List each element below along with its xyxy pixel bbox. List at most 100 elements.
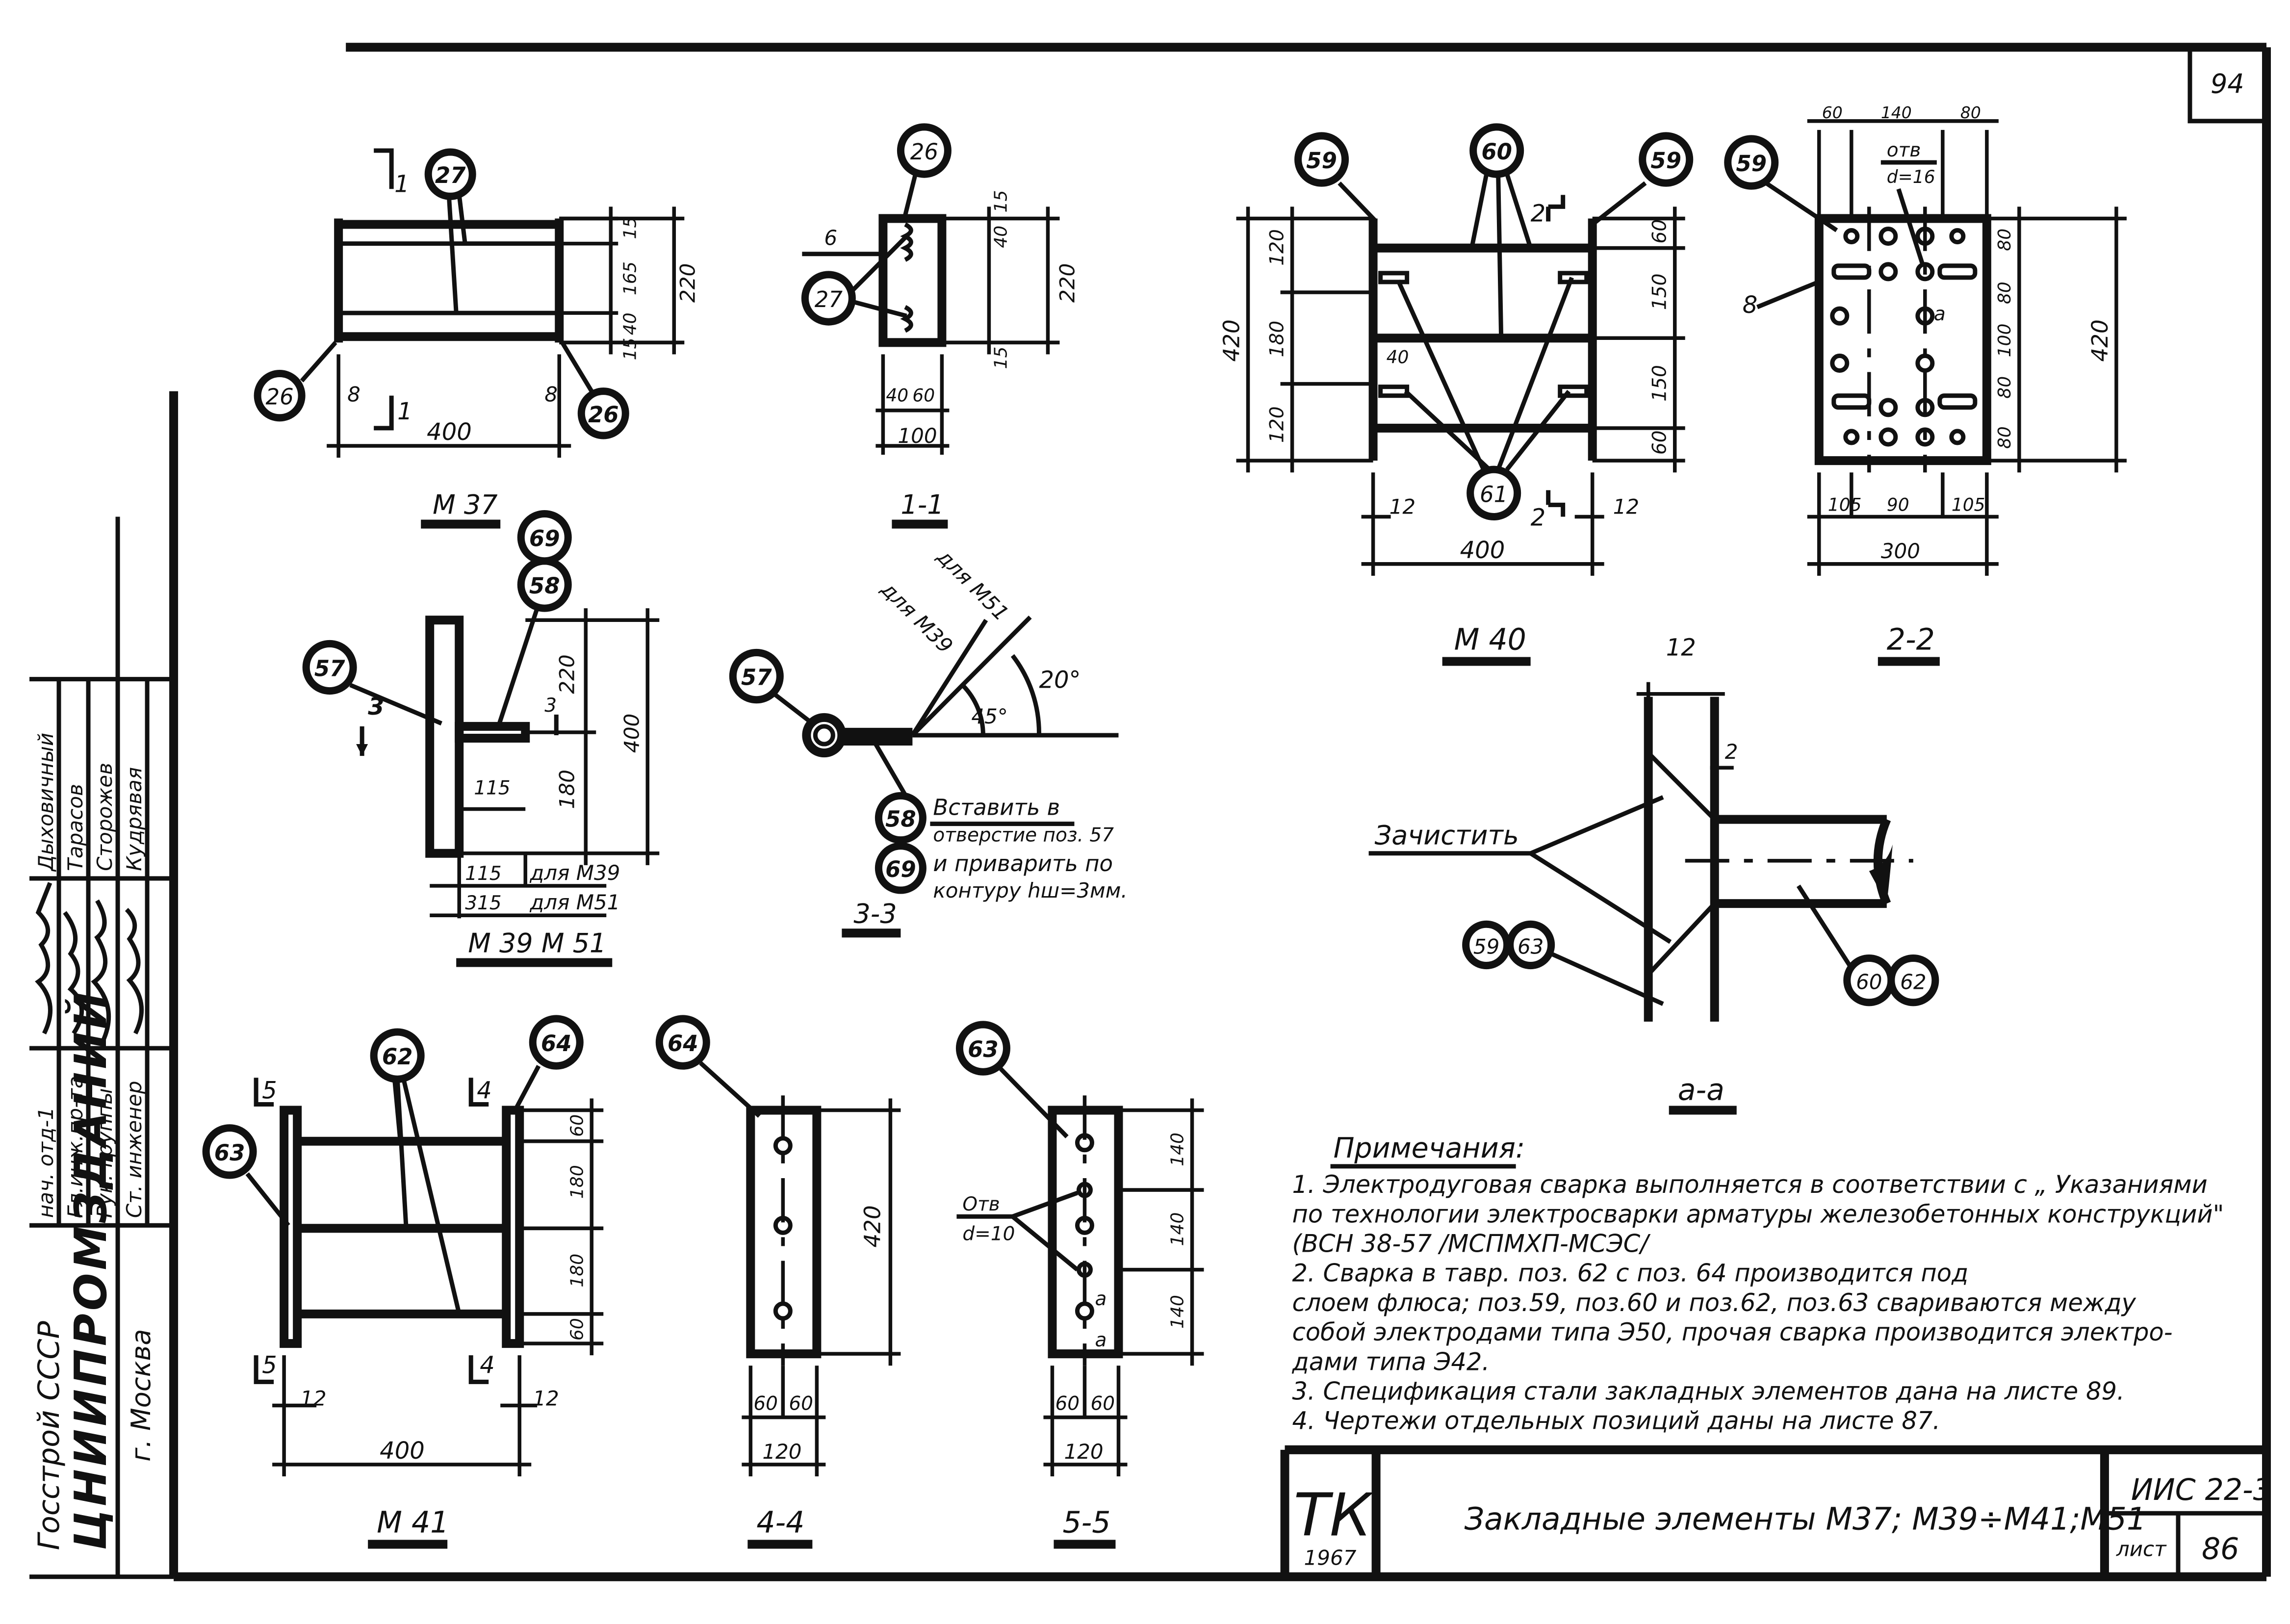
m39-callout-58: 58 [529,573,560,599]
s55-title: 5-5 [1062,1505,1110,1540]
s22-marker: 8 [1743,291,1758,319]
s33-note-1: Вставить в [933,794,1060,820]
m37-callout-26-left: 26 [265,384,293,410]
s22-dim-right-100: 100 [1994,324,2015,358]
stamp-org-line2: ЦНИИПРОМЗДАНИЙ [64,989,117,1550]
m37-callout-27: 27 [435,162,466,188]
view-m40: 120 180 120 420 60 150 150 60 40 12 12 4… [1219,123,1694,666]
s55-dim-60a: 60 [1055,1392,1080,1415]
s55-letter-a2: а [1095,1329,1106,1351]
title-series: ИИС 22-3 [2131,1473,2272,1507]
s11-dim-15a: 15 [990,190,1011,212]
note-line-7: дами типа Э42. [1292,1347,1490,1376]
s33-label-m51: для М51 [932,544,1014,625]
page-number: 94 [2211,69,2244,100]
saa-clean-label: Зачистить [1375,820,1519,851]
m37-dim-400: 400 [427,418,472,446]
signature-4 [125,907,144,1035]
s22-dim-width: 300 [1881,539,1920,563]
note-line-3: (ВСН 38-57 /МСПМХП-МСЭС/ [1292,1229,1651,1258]
stamp-role-4: Ст. инженер [122,1081,146,1218]
s33-callout-58: 58 [885,806,916,832]
stamp-role-1: нач. отд-1 [34,1107,58,1218]
m41-callout-63: 63 [214,1140,245,1166]
saa-dim-2: 2 [1725,740,1738,764]
title-logo: ТК [1294,1481,1374,1549]
m41-callout-62: 62 [382,1044,413,1070]
m41-title: М 41 [377,1505,449,1540]
saa-callout-62: 62 [1900,970,1926,994]
s22-dim-top-140: 140 [1881,103,1912,122]
m41-dim-400: 400 [380,1437,425,1465]
stamp-role-2: Гл.инж.пр-та [63,1076,87,1218]
m37-dim-15b: 15 [619,337,640,360]
title-text: Закладные элементы М37; М39÷М41;М51 [1465,1500,2146,1537]
m40-dim-180: 180 [1266,321,1288,358]
s22-holes [1830,227,1978,447]
s22-dim-bottom-105b: 105 [1952,494,1985,515]
m40-dim-120b: 120 [1266,406,1288,443]
stamp-org-line1: Госстрой СССР [32,1320,66,1550]
s44-title: 4-4 [756,1505,804,1540]
sheet-frame: 94 [169,43,2271,1581]
note-line-4: 2. Сварка в тавр. поз. 62 с поз. 64 прои… [1292,1259,1969,1288]
s11-callout-26: 26 [910,139,938,165]
s33-angle-45: 45° [971,704,1007,728]
m39-callout-69: 69 [529,526,560,552]
s22-dim-right-80b: 80 [1994,282,2015,304]
stamp-name-1: Дыховичный [34,733,58,872]
view-m37-plan: 15 165 40 15 220 400 1 1 8 8 27 26 26 М … [254,148,699,529]
s11-dim-40a: 40 [990,226,1011,248]
s44-dim-420: 420 [859,1205,885,1247]
m37-dim-15a: 15 [619,217,640,239]
m39-dim-315: 315 [465,892,501,914]
m40-callout-60: 60 [1481,139,1512,165]
title-sheet-number: 86 [2202,1532,2239,1566]
m37-section-marker-top: 1 [394,170,410,198]
saa-title: а-а [1678,1073,1724,1107]
s33-callout-69: 69 [885,856,916,882]
notes-block: Примечания: 1. Электродуговая сварка вып… [1292,1132,2224,1435]
view-section-3-3: 45° 20° для М51 для М39 57 58 69 Вставит… [729,544,1128,938]
title-block: ТК 1967 Закладные элементы М37; М39÷М41;… [1280,1445,2272,1577]
stamp-name-4: Кудрявая [122,767,146,871]
s55-dim-140a: 140 [1167,1133,1188,1166]
m41-callout-64: 64 [541,1031,572,1057]
signature-2 [63,911,84,1035]
s11-callout-27: 27 [815,286,843,312]
m40-dim-60b: 60 [1649,430,1671,455]
m40-dim-12-left: 12 [1389,494,1415,518]
s11-title: 1-1 [901,489,944,520]
s44-callout-64: 64 [668,1031,698,1057]
m40-marker-top: 2 [1531,200,1546,227]
s44-dim-60a: 60 [753,1392,778,1415]
m40-dim-12-right: 12 [1613,494,1639,518]
note-line-5: слоем флюса; поз.59, поз.60 и поз.62, по… [1292,1289,2136,1317]
m39-dim-180: 180 [555,770,579,809]
m41-dim-180b: 180 [566,1254,587,1288]
m40-dim-420: 420 [1219,319,1245,361]
m37-dim-40: 40 [619,312,640,335]
s33-callout-57: 57 [741,665,772,691]
m40-callout-59-left: 59 [1306,148,1337,174]
m39-dim-115-inner: 115 [474,777,510,799]
m37-dim-165: 165 [619,261,640,295]
m41-dim-180a: 180 [566,1165,587,1199]
s11-dim-60: 60 [912,386,935,406]
m40-dim-150b: 150 [1649,365,1671,402]
m41-marker-5-bottom: 5 [262,1351,277,1379]
view-section-a-a: 12 2 Зачистить 59 63 60 62 а-а [1368,634,1939,1115]
side-stamp: Госстрой СССР ЦНИИПРОМЗДАНИЙ г. Москва н… [29,516,174,1579]
saa-callout-60: 60 [1856,970,1882,994]
s22-callout-59: 59 [1736,151,1767,177]
m41-dim-12-right: 12 [533,1386,559,1410]
s11-dim-220: 220 [1055,263,1080,303]
m37-weld-mark-left: 8 [347,383,360,407]
m40-dim-40: 40 [1387,347,1409,367]
s22-title: 2-2 [1887,622,1935,657]
note-line-6: собой электродами типа Э50, прочая сварк… [1292,1318,2173,1346]
stamp-name-3: Сторожев [93,763,117,871]
m41-dim-60a: 60 [566,1114,587,1137]
s22-dim-right-80c: 80 [1994,376,2015,399]
